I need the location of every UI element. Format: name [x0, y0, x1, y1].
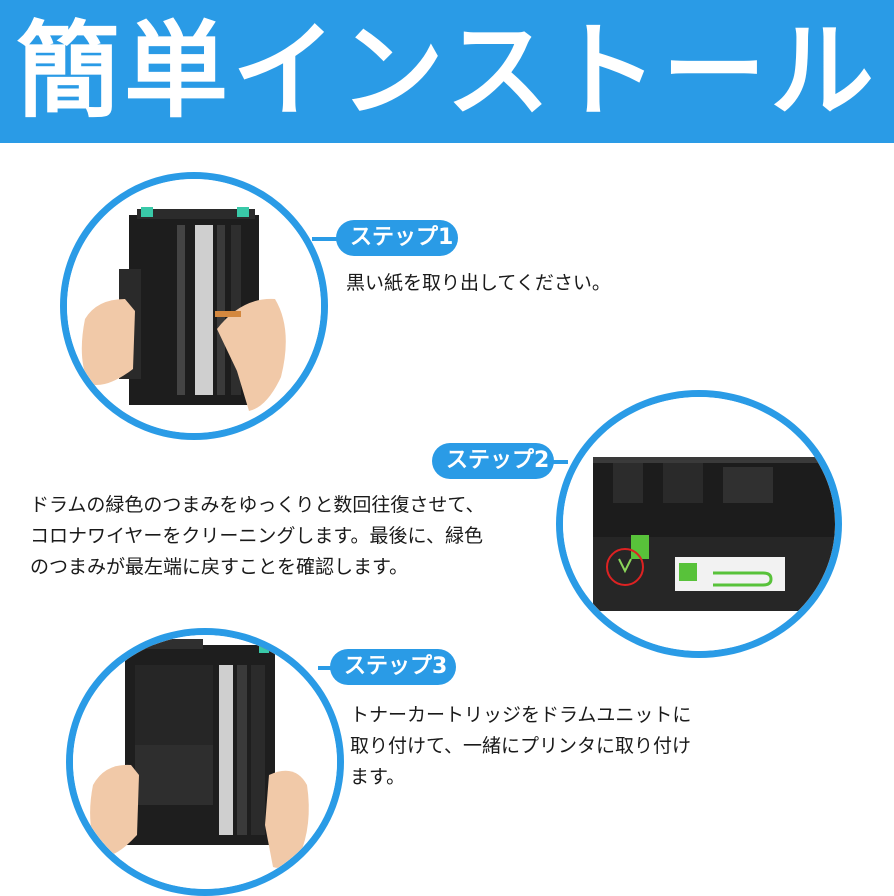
step2-photo: [556, 390, 842, 658]
step3-connector: [318, 666, 336, 670]
step1-description: 黒い紙を取り出してください。: [346, 268, 611, 299]
step1-badge: ステップ1: [336, 220, 458, 256]
step3-line: 取り付けて、一緒にプリンタに取り付け: [350, 735, 692, 757]
step2-line: ドラムの緑色のつまみをゆっくりと数回往復させて、: [30, 494, 485, 516]
page-title: 簡単インストール: [16, 10, 878, 132]
step2-description: ドラムの緑色のつまみをゆっくりと数回往復させて、 コロナワイヤーをクリーニングし…: [30, 490, 484, 583]
step2-badge: ステップ2: [432, 443, 554, 479]
step2-line: コロナワイヤーをクリーニングします。最後に、緑色: [30, 525, 483, 547]
step3-photo: [66, 628, 344, 896]
step2-line: のつまみが最左端に戻すことを確認します。: [30, 556, 409, 578]
step3-line: トナーカートリッジをドラムユニットに: [350, 704, 692, 726]
step3-description: トナーカートリッジをドラムユニットに 取り付けて、一緒にプリンタに取り付け ます…: [350, 700, 691, 793]
step1-line: 黒い紙を取り出してください。: [346, 272, 611, 294]
step3-line: ます。: [350, 766, 406, 788]
step1-photo: [60, 172, 328, 440]
step1-connector: [312, 237, 342, 241]
header-banner: 簡単インストール: [0, 0, 894, 143]
step3-badge: ステップ3: [330, 649, 456, 685]
step2-connector: [548, 460, 568, 464]
